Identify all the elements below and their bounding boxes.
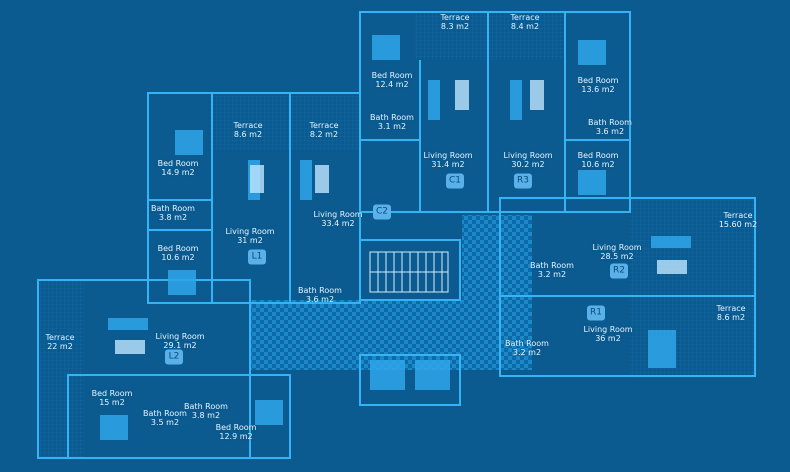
room-name: Living Room	[592, 243, 642, 252]
room-area: 3.6 m2	[305, 295, 335, 304]
room-name: Living Room	[423, 151, 473, 160]
room-name: Bed Room	[91, 389, 133, 398]
room-area: 29.1 m2	[163, 341, 197, 350]
unit-tag: L1	[248, 249, 266, 265]
room-area: 3.1 m2	[377, 122, 407, 131]
room-area: 31 m2	[237, 236, 263, 245]
room-area: 3.6 m2	[595, 127, 625, 136]
room-name: Terrace	[309, 121, 339, 130]
room-area: 12.4 m2	[375, 80, 409, 89]
stairs	[369, 251, 449, 293]
room-area: 14.9 m2	[161, 168, 195, 177]
tables	[115, 80, 687, 354]
room-name: Terrace	[233, 121, 263, 130]
room-name: Bed Room	[215, 423, 257, 432]
room-name: Bath Room	[184, 402, 228, 411]
room-name: Bath Room	[151, 204, 195, 213]
room-name: Bed Room	[577, 151, 619, 160]
room-name: Terrace	[510, 13, 540, 22]
room-area: 22 m2	[47, 342, 73, 351]
room-name: Bath Room	[298, 286, 342, 295]
corridor	[250, 215, 532, 370]
room-area: 12.9 m2	[219, 432, 253, 441]
room-area: 33.4 m2	[321, 219, 355, 228]
room-name: Bath Room	[588, 118, 632, 127]
room-name: Bed Room	[157, 159, 199, 168]
unit-tag: R2	[610, 263, 628, 279]
room-area: 8.2 m2	[309, 130, 339, 139]
room-name: Terrace	[440, 13, 470, 22]
room-area: 10.6 m2	[161, 253, 195, 262]
room-name: Living Room	[313, 210, 363, 219]
room-name: Terrace	[45, 333, 75, 342]
room-area: 8.6 m2	[716, 313, 746, 322]
room-name: Bath Room	[505, 339, 549, 348]
room-name: Terrace	[716, 304, 746, 313]
room-area: 15.60 m2	[718, 220, 758, 229]
room-area: 36 m2	[595, 334, 621, 343]
room-area: 13.6 m2	[581, 85, 615, 94]
room-area: 30.2 m2	[511, 160, 545, 169]
room-area: 3.2 m2	[537, 270, 567, 279]
room-area: 8.3 m2	[440, 22, 470, 31]
room-name: Bath Room	[143, 409, 187, 418]
room-area: 28.5 m2	[600, 252, 634, 261]
walls	[37, 11, 756, 459]
room-name: Bed Room	[577, 76, 619, 85]
room-area: 3.5 m2	[150, 418, 180, 427]
unit-tag: R3	[514, 173, 532, 189]
room-name: Living Room	[155, 332, 205, 341]
room-name: Bath Room	[530, 261, 574, 270]
room-area: 3.8 m2	[191, 411, 221, 420]
furniture	[100, 35, 691, 440]
room-area: 3.8 m2	[158, 213, 188, 222]
room-name: Terrace	[723, 211, 753, 220]
room-area: 8.4 m2	[510, 22, 540, 31]
unit-tag: C2	[373, 204, 391, 220]
room-area: 15 m2	[99, 398, 125, 407]
room-name: Bath Room	[370, 113, 414, 122]
room-area: 3.2 m2	[512, 348, 542, 357]
unit-tag: R1	[587, 305, 605, 321]
room-area: 31.4 m2	[431, 160, 465, 169]
room-name: Bed Room	[157, 244, 199, 253]
unit-tag: L2	[165, 349, 183, 365]
room-name: Bed Room	[371, 71, 413, 80]
unit-tag: C1	[446, 173, 464, 189]
room-name: Living Room	[503, 151, 553, 160]
room-name: Living Room	[583, 325, 633, 334]
room-area: 8.6 m2	[233, 130, 263, 139]
room-area: 10.6 m2	[581, 160, 615, 169]
room-name: Living Room	[225, 227, 275, 236]
